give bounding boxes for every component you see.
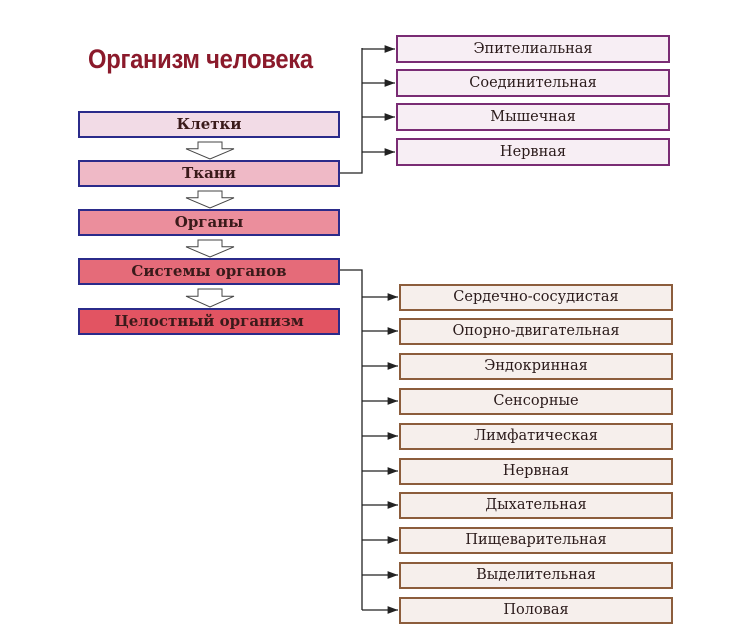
- page-title: Организм человека: [88, 44, 313, 74]
- system-box: Сенсорные: [399, 388, 673, 415]
- tissues-connector: [340, 48, 363, 174]
- level-tissues: Ткани: [78, 160, 340, 187]
- down-arrow-icon: [185, 190, 235, 209]
- system-box: Дыхательная: [399, 492, 673, 519]
- system-box: Лимфатическая: [399, 423, 673, 450]
- system-box: Опорно-двигательная: [399, 318, 673, 345]
- system-box: Нервная: [399, 458, 673, 485]
- system-box: Сердечно-сосудистая: [399, 284, 673, 311]
- tissue-box: Нервная: [396, 138, 670, 166]
- down-arrow-icon: [185, 239, 235, 258]
- system-box: Пищеварительная: [399, 527, 673, 554]
- system-box: Выделительная: [399, 562, 673, 589]
- level-organ-systems: Системы органов: [78, 258, 340, 285]
- system-box: Эндокринная: [399, 353, 673, 380]
- tissue-box: Эпителиальная: [396, 35, 670, 63]
- down-arrow-icon: [185, 288, 235, 308]
- down-arrow-icon: [185, 141, 235, 160]
- system-box: Половая: [399, 597, 673, 624]
- tissue-box: Мышечная: [396, 103, 670, 131]
- tissue-box: Соединительная: [396, 69, 670, 97]
- level-whole-organism: Целостный организм: [78, 308, 340, 335]
- level-cells: Клетки: [78, 111, 340, 138]
- systems-connector: [340, 269, 363, 610]
- level-organs: Органы: [78, 209, 340, 236]
